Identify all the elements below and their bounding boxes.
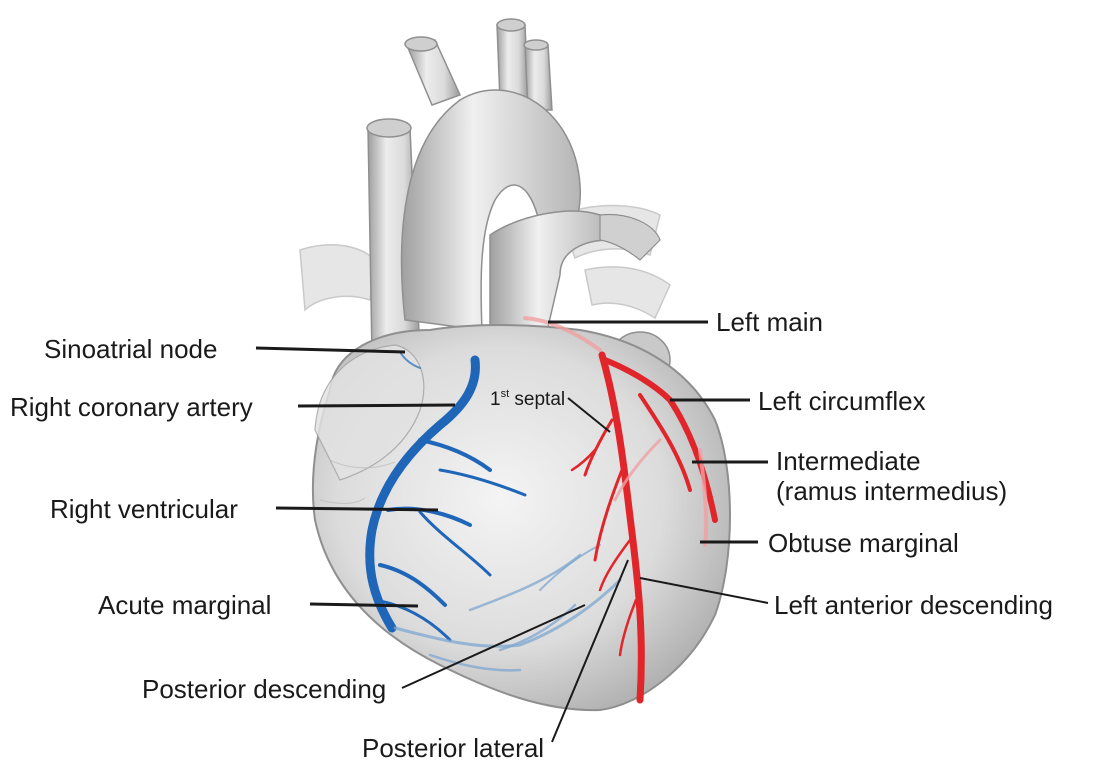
first-septal-superscript: st <box>501 388 510 400</box>
label-posterior-descending: Posterior descending <box>142 674 386 704</box>
label-left-circumflex: Left circumflex <box>758 386 926 416</box>
label-obtuse-marginal: Obtuse marginal <box>768 528 959 558</box>
label-acute-marginal: Acute marginal <box>98 590 271 620</box>
label-sinoatrial-node: Sinoatrial node <box>44 334 217 364</box>
label-posterior-lateral: Posterior lateral <box>362 733 544 763</box>
label-right-ventricular: Right ventricular <box>50 494 238 524</box>
label-left-anterior-descending: Left anterior descending <box>774 590 1053 620</box>
first-septal-number: 1 <box>490 389 501 410</box>
label-left-main: Left main <box>716 307 823 337</box>
first-septal-word: septal <box>509 389 565 410</box>
leader-right-ventricular <box>276 508 438 510</box>
label-intermediate: Intermediate <box>776 446 921 476</box>
leader-right-coronary-artery <box>298 405 455 406</box>
leader-acute-marginal <box>310 604 418 606</box>
label-right-coronary-artery: Right coronary artery <box>10 392 253 422</box>
label-ramus-intermedius: (ramus intermedius) <box>776 476 1007 506</box>
